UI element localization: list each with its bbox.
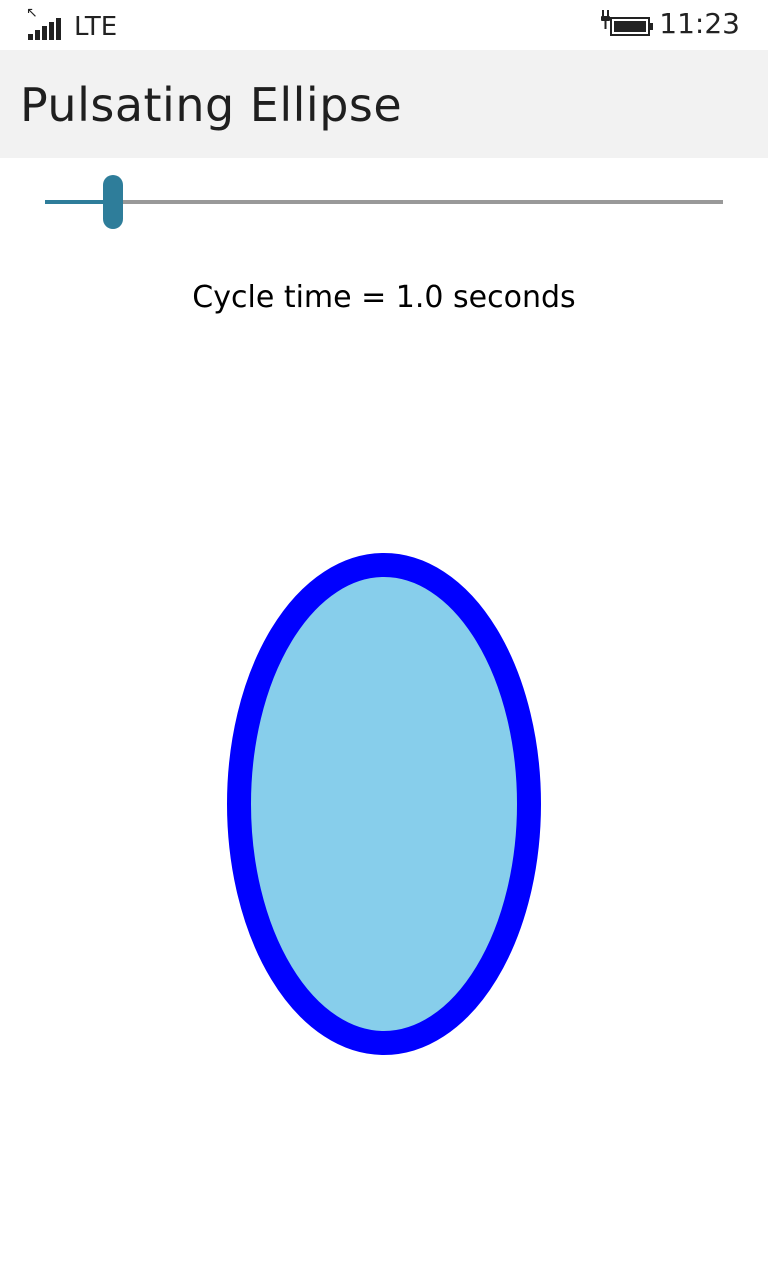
signal-icon-group: ↖ xyxy=(26,6,66,40)
network-type: LTE xyxy=(74,12,118,42)
signal-bars-icon xyxy=(28,18,61,40)
slider-track[interactable] xyxy=(45,200,723,204)
status-bar: ↖ LTE 11:23 xyxy=(0,0,768,50)
slider-fill xyxy=(45,200,113,204)
status-clock: 11:23 xyxy=(659,7,740,40)
battery-charging-icon xyxy=(601,10,653,36)
title-bar: Pulsating Ellipse xyxy=(0,50,768,158)
ellipse-canvas xyxy=(227,553,541,1055)
pulsating-ellipse xyxy=(227,553,541,1055)
cycle-time-label: Cycle time = 1.0 seconds xyxy=(192,280,576,315)
data-arrow-icon: ↖ xyxy=(26,5,38,21)
page-title: Pulsating Ellipse xyxy=(20,78,403,132)
slider-thumb[interactable] xyxy=(103,175,123,229)
cycle-time-slider[interactable] xyxy=(45,174,723,230)
